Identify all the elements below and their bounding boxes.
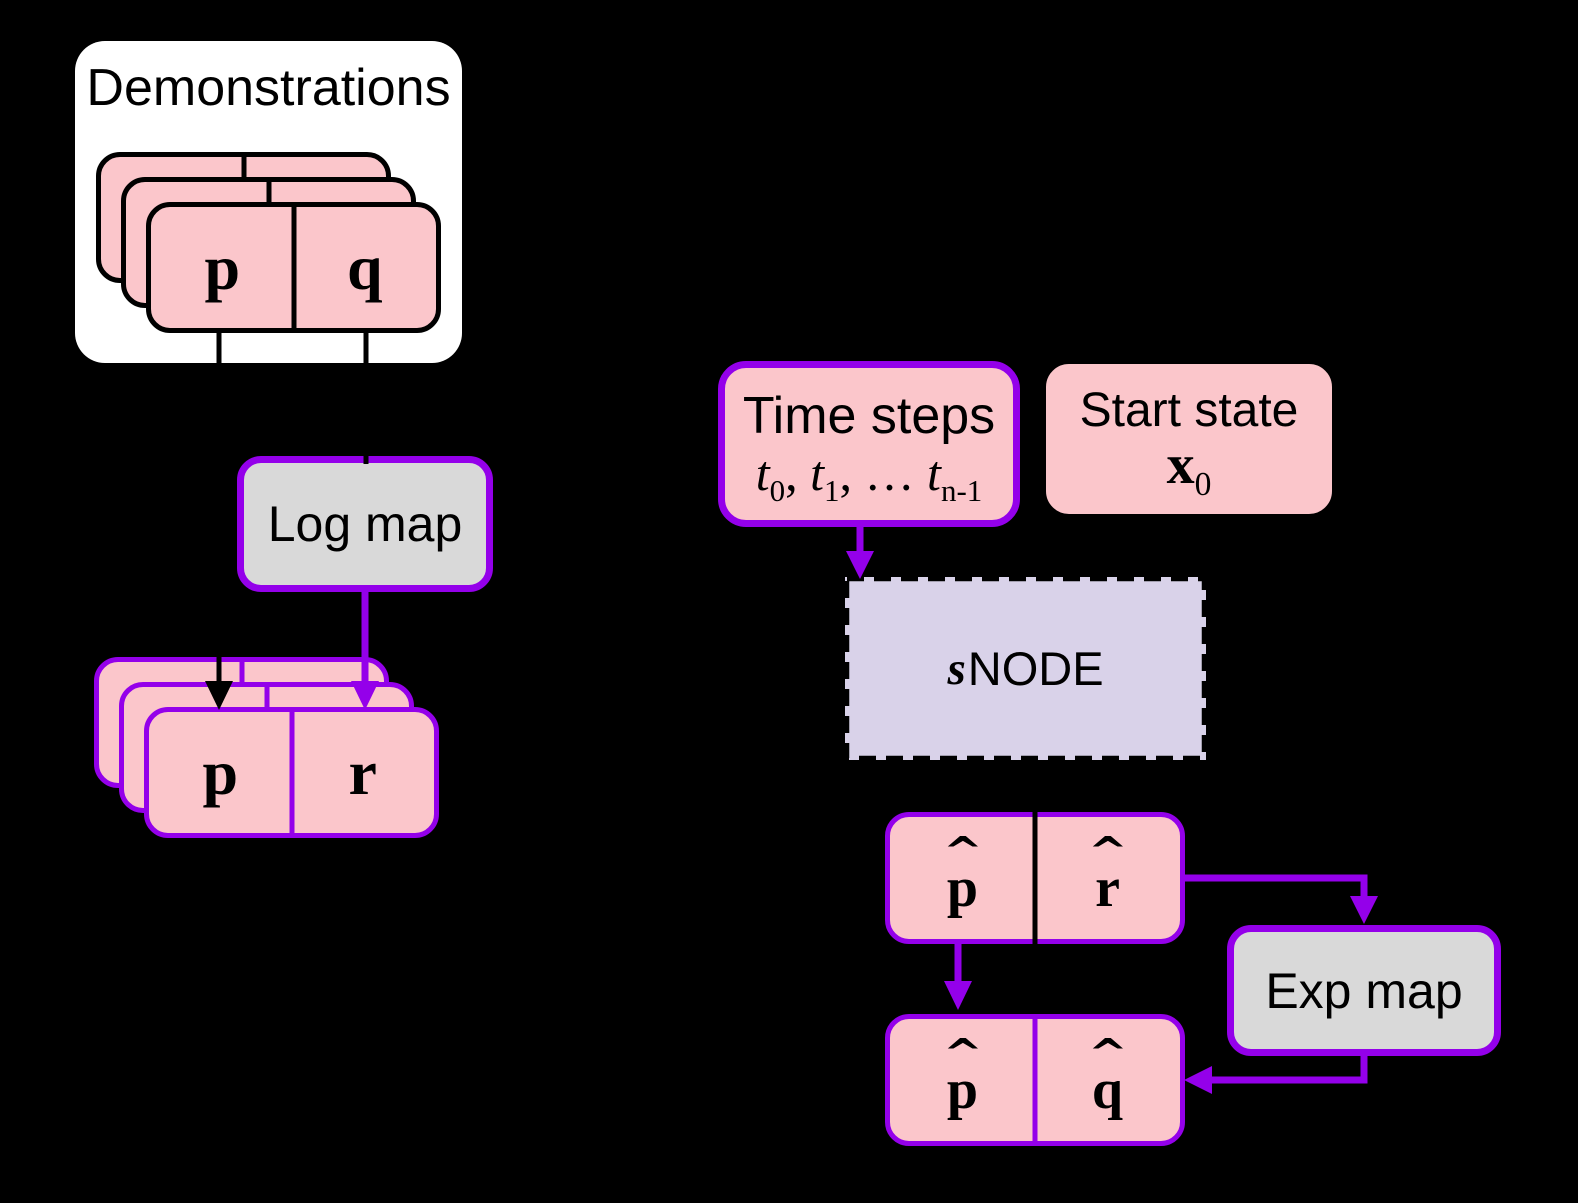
p-hat: ^ p [942, 829, 983, 919]
log-map-box: Log map [237, 456, 493, 592]
log-map-label: Log map [267, 496, 463, 552]
r-hat: ^ r [1087, 829, 1128, 919]
arrowhead-expmap-to-output [1184, 1066, 1212, 1094]
t-var: t [927, 445, 941, 502]
demo-card-front: p q [146, 202, 441, 333]
arrowhead-timesteps-to-snode [846, 551, 874, 579]
time-steps-box: Time steps t0, t1, … tn-1 [718, 361, 1020, 527]
card-divider [1032, 1014, 1038, 1146]
latent-letter-p: p [202, 736, 239, 808]
demo-cell-q: q [294, 207, 437, 328]
card-divider [1032, 812, 1038, 944]
latent-cell-r: r [292, 712, 435, 833]
arrowhead-prediction-to-expmap [1350, 896, 1378, 924]
prediction-card: ^ p ^ r [885, 812, 1185, 944]
prediction-cell-p-hat: ^ p [890, 817, 1035, 939]
separator: , [785, 445, 811, 502]
output-cell-p-hat: ^ p [890, 1019, 1035, 1141]
arrowhead-prediction-p-to-output [944, 981, 972, 1010]
demo-letter-p: p [204, 231, 241, 303]
exp-map-box: Exp map [1227, 925, 1501, 1056]
hat-accent: ^ [942, 1031, 983, 1076]
t-sub-0: 0 [769, 473, 786, 509]
t-var: t [810, 445, 825, 502]
time-steps-sequence: t0, t1, … tn-1 [755, 445, 983, 506]
prediction-cell-r-hat: ^ r [1035, 817, 1180, 939]
t-sub-1: 1 [824, 473, 840, 509]
hat-accent: ^ [1087, 829, 1128, 874]
demo-letter-q: q [346, 231, 383, 303]
hat-accent: ^ [1087, 1031, 1128, 1076]
card-divider [291, 202, 296, 333]
latent-card-front: p r [144, 707, 439, 838]
p-hat: ^ p [942, 1031, 983, 1121]
x-symbol: x [1166, 434, 1195, 497]
start-state-box: Start state x0 [1043, 361, 1335, 517]
latent-cell-p: p [149, 712, 292, 833]
exp-map-label: Exp map [1265, 962, 1463, 1019]
t-var: t [755, 445, 770, 502]
connector-expmap-to-output [1212, 1056, 1368, 1084]
time-steps-title: Time steps [742, 386, 996, 445]
start-state-symbol: x0 [1166, 434, 1212, 501]
output-cell-q-hat: ^ q [1035, 1019, 1180, 1141]
separator-ellipsis: , … [839, 445, 928, 502]
q-hat: ^ q [1087, 1031, 1128, 1121]
latent-letter-r: r [348, 736, 377, 808]
demo-cell-p: p [151, 207, 294, 328]
snode-prefix: s [947, 642, 966, 695]
connector-prediction-to-expmap [1183, 874, 1368, 898]
card-divider [289, 707, 294, 838]
x-subscript: 0 [1194, 466, 1212, 504]
t-sub-n-1: n-1 [940, 473, 983, 509]
start-state-title: Start state [1079, 383, 1299, 437]
hat-accent: ^ [942, 829, 983, 874]
output-card: ^ p ^ q [885, 1014, 1185, 1146]
demonstrations-title: Demonstrations [86, 59, 451, 117]
snode-label: NODE [967, 642, 1104, 695]
